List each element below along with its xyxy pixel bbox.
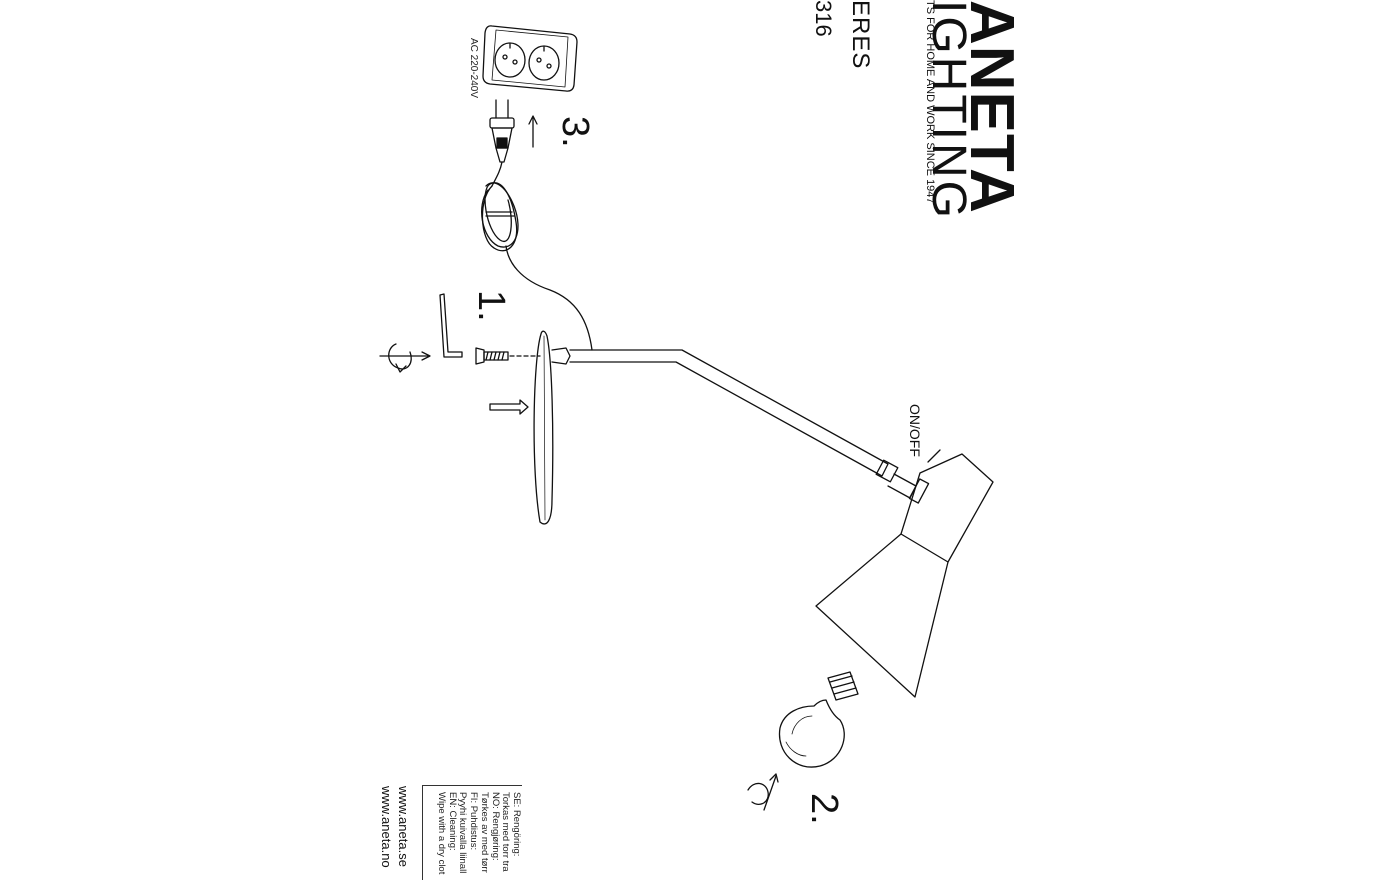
plug-icon [489,99,515,163]
rotate-arrow-icon [747,773,779,811]
cleaning-text: SE: Rengöring: Torkas med torr tra NO: R… [435,792,522,875]
lamp-shade [815,449,994,698]
allen-key-icon [439,293,463,358]
step-number-3: 3. [554,116,596,148]
cleaning-info-box: SE: Rengöring: Torkas med torr tra NO: R… [422,785,522,880]
wall-socket-icon [482,25,578,92]
step-number-1: 1. [470,290,512,322]
cleaning-line: EN: Cleaning: [446,792,458,851]
step-number-2: 2. [803,793,845,825]
cleaning-line: NO: Rengjøring: [489,792,501,861]
push-arrow-icon [489,399,529,415]
cleaning-line: Torkas med torr tra [500,792,512,872]
lamp-arm [569,349,917,499]
cleaning-line: FI: Puhdistus: [468,792,480,851]
website-se: www.aneta.se [396,786,411,867]
light-bulb-icon [778,671,859,768]
product-code: 316 [811,0,836,37]
voltage-label: AC 220-240V [468,38,479,99]
switch-label: ON/OFF [907,404,923,457]
power-cord [481,161,593,351]
rotate-arrow-icon [379,343,431,373]
cleaning-line: SE: Rengöring: [511,792,522,857]
cleaning-line: Tørkes av med tørr [478,792,490,873]
brand-tagline: TS FOR HOME AND WORK SINCE 1947 [924,0,936,204]
screw-icon [475,347,541,365]
wall-plate [533,330,571,525]
cleaning-line: Pyyhi kuivalla liinall [457,792,469,874]
cleaning-line: Wipe with a dry clot [436,792,448,875]
website-no: www.aneta.no [379,786,394,868]
product-series: ERES [847,0,874,70]
push-arrow-icon [528,115,538,148]
